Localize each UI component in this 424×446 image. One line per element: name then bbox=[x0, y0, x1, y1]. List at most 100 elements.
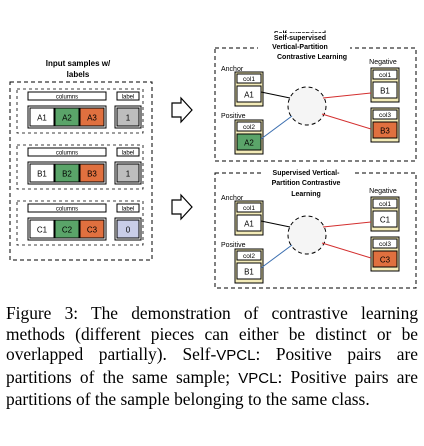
partition-col-header bbox=[372, 109, 398, 120]
positive-link bbox=[260, 115, 293, 140]
ssvpcl-title-line1b: Self-supervised bbox=[274, 35, 326, 42]
ssvpcl-title-line3b: Contrastive Learning bbox=[277, 54, 347, 61]
embedding-space bbox=[287, 215, 327, 255]
input-samples-container bbox=[9, 81, 153, 261]
sample-cell bbox=[29, 163, 55, 183]
caption-text-3: : Positive pairs are partitions of the s… bbox=[6, 366, 418, 410]
sample-row-frame bbox=[27, 161, 107, 185]
input-title-line1: Input samples w/ bbox=[46, 59, 111, 68]
columns-header bbox=[27, 91, 107, 101]
caption-text-2: : Positive pairs are partitions of the s… bbox=[6, 344, 418, 387]
sample-cell bbox=[29, 107, 55, 127]
negative-label: Negative bbox=[369, 188, 397, 195]
partition-col-header bbox=[236, 250, 262, 261]
caption-abbr-2: VPCL bbox=[238, 369, 278, 387]
ssvpcl-title-line2b: Vertical-Partition bbox=[272, 44, 328, 51]
vpcl-title-mask bbox=[262, 168, 354, 198]
partition-value-cell bbox=[236, 262, 262, 280]
sample-cell-text: B2 bbox=[62, 170, 72, 179]
arrow-right-icon bbox=[171, 193, 193, 221]
input-title-line2: labels bbox=[67, 70, 90, 79]
partition-value-cell bbox=[372, 210, 398, 228]
sample-cell-text: B1 bbox=[37, 170, 47, 179]
vpcl-title-line1: Supervised Vertical- bbox=[273, 170, 341, 177]
label-value: 1 bbox=[126, 114, 131, 123]
sample-cell-text: C2 bbox=[62, 226, 73, 235]
partition-value-cell bbox=[236, 85, 262, 103]
sample-cell-text: A3 bbox=[87, 114, 97, 123]
sample-row-frame bbox=[27, 105, 107, 129]
positive-label: Positive bbox=[221, 113, 246, 120]
partition-col-header bbox=[372, 238, 398, 249]
partition-col-header bbox=[372, 198, 398, 209]
partition-col-text: col1 bbox=[379, 72, 391, 79]
partition-value-cell bbox=[372, 121, 398, 139]
anchor-link bbox=[260, 220, 291, 228]
partition-col-text: col1 bbox=[243, 205, 255, 212]
partition-col-text: col3 bbox=[379, 112, 391, 119]
label-header-text: label bbox=[122, 151, 135, 157]
ssvpcl-title-mask bbox=[258, 33, 350, 59]
sample-cell-text: A1 bbox=[37, 114, 47, 123]
partition-col-header bbox=[236, 121, 262, 132]
sample-cell-text: C1 bbox=[37, 226, 48, 235]
columns-label: columns bbox=[56, 207, 78, 213]
positive-label: Positive bbox=[221, 242, 246, 249]
figure-caption: Figure 3: The demonstration of contrasti… bbox=[6, 303, 418, 410]
label-cell bbox=[116, 107, 140, 127]
columns-header bbox=[27, 203, 107, 213]
partition-value-cell bbox=[236, 214, 262, 232]
caption-abbr-1: VPCL bbox=[216, 347, 256, 365]
sample-cell bbox=[79, 163, 105, 183]
sample-cell bbox=[54, 107, 80, 127]
partition-col-header bbox=[236, 73, 262, 84]
partition-value-text: A2 bbox=[244, 139, 254, 148]
label-header-text: label bbox=[122, 207, 135, 213]
partition-value-text: A1 bbox=[244, 91, 254, 100]
sample-row-frame bbox=[27, 217, 107, 241]
sample-cell-text: A2 bbox=[62, 114, 72, 123]
columns-header bbox=[27, 147, 107, 157]
label-header bbox=[116, 203, 140, 213]
anchor-label: Anchor bbox=[221, 66, 244, 73]
label-header bbox=[116, 91, 140, 101]
sample-dashed-frame bbox=[16, 200, 144, 246]
caption-label: Figure 3: bbox=[6, 303, 79, 323]
label-value: 0 bbox=[126, 226, 131, 235]
embedding-space bbox=[287, 86, 327, 126]
vpcl-title-line2: Partition Contrastive bbox=[272, 180, 341, 187]
label-cell bbox=[116, 163, 140, 183]
sample-dashed-frame bbox=[16, 88, 144, 134]
partition-value-text: B1 bbox=[380, 87, 390, 96]
label-frame bbox=[114, 105, 142, 129]
sample-cell bbox=[54, 219, 80, 239]
partition-value-text: B3 bbox=[380, 127, 390, 136]
negative-label: Negative bbox=[369, 59, 397, 66]
positive-link bbox=[260, 244, 293, 269]
sample-cell bbox=[29, 219, 55, 239]
sample-cell-text: C3 bbox=[87, 226, 98, 235]
caption-text-1: The demonstration of contrastive learnin… bbox=[6, 303, 419, 365]
sample-cell bbox=[79, 107, 105, 127]
label-header bbox=[116, 147, 140, 157]
label-header-text: label bbox=[122, 95, 135, 101]
partition-col-text: col1 bbox=[379, 201, 391, 208]
anchor-label: Anchor bbox=[221, 195, 244, 202]
label-value: 1 bbox=[126, 170, 131, 179]
partition-value-text: A1 bbox=[244, 220, 254, 229]
partition-col-text: col1 bbox=[243, 76, 255, 83]
sample-cell bbox=[79, 219, 105, 239]
anchor-link bbox=[260, 91, 291, 99]
partition-value-cell bbox=[372, 81, 398, 99]
partition-value-cell bbox=[236, 133, 262, 151]
negative-link bbox=[322, 221, 372, 228]
sample-dashed-frame bbox=[16, 144, 144, 190]
sample-cell-text: B3 bbox=[87, 170, 97, 179]
columns-label: columns bbox=[56, 95, 78, 101]
negative-link bbox=[321, 242, 372, 259]
columns-label: columns bbox=[56, 151, 78, 157]
partition-value-text: C3 bbox=[380, 256, 391, 265]
label-cell bbox=[116, 219, 140, 239]
partition-col-text: col2 bbox=[243, 253, 255, 260]
